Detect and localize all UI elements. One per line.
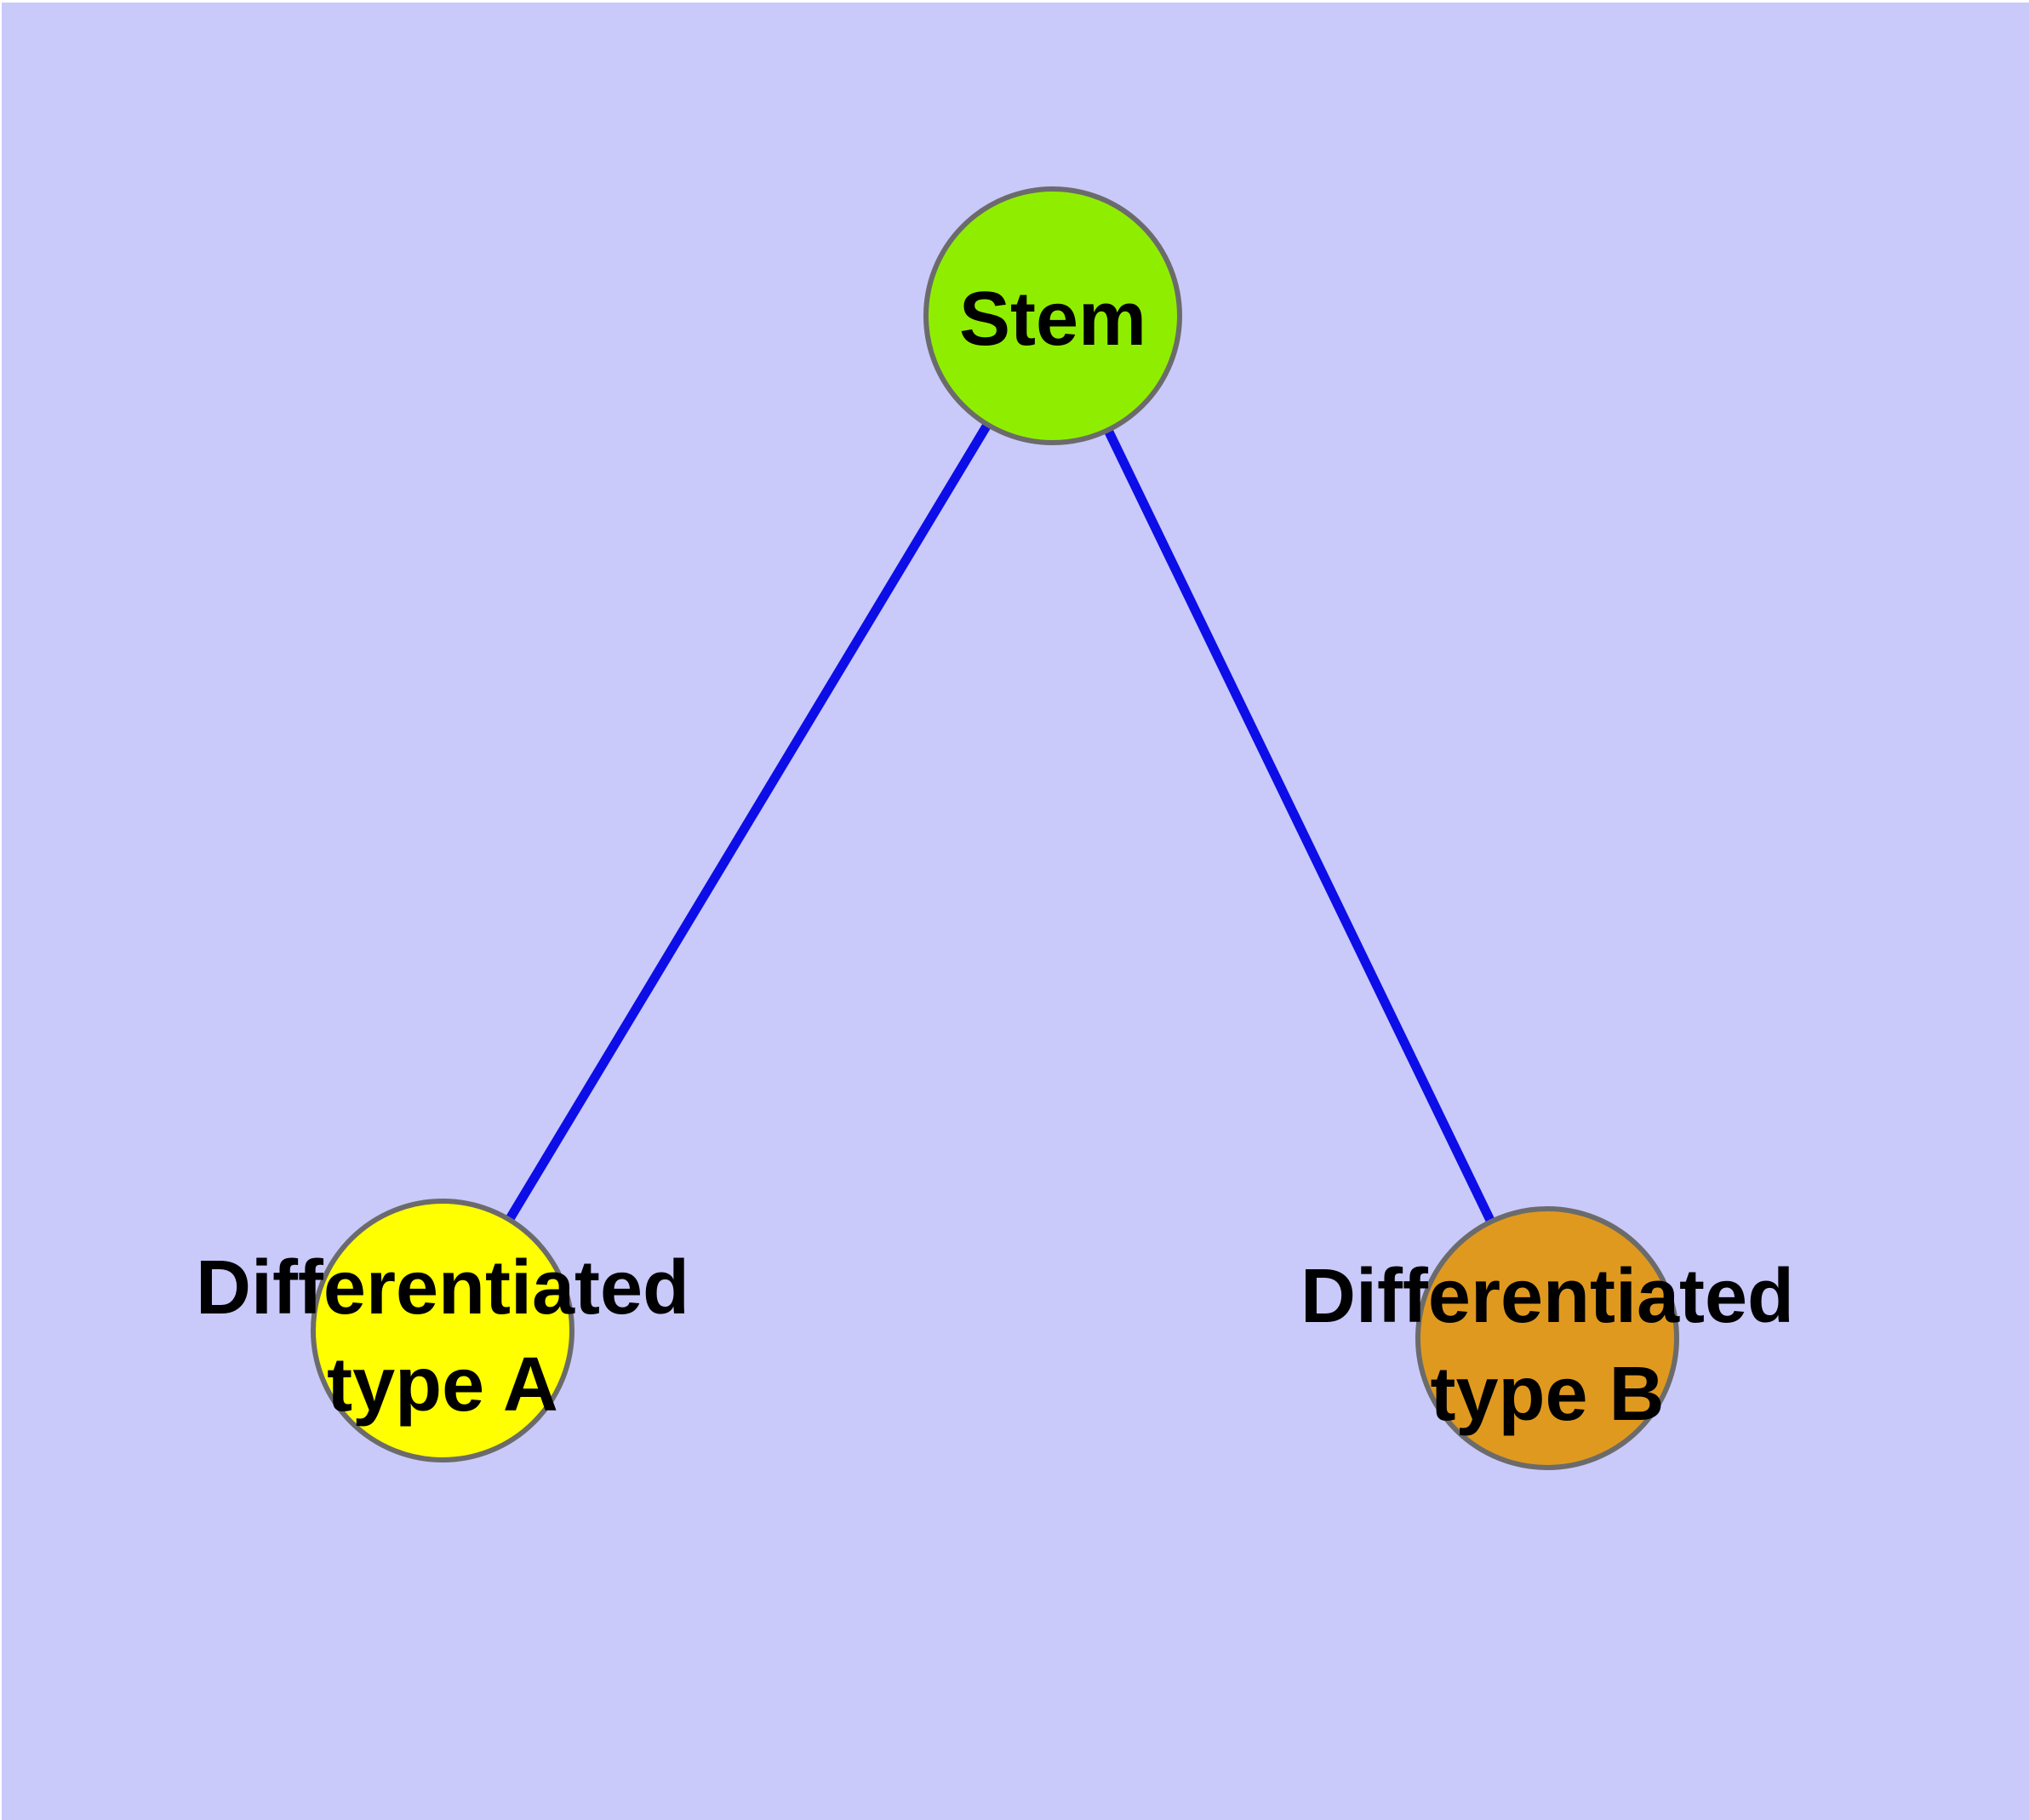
node-type-b-circle — [1415, 1206, 1679, 1470]
node-stem-label: Stem — [959, 277, 1146, 362]
edge-stem-to-type-a — [438, 313, 1057, 1333]
node-type-b-label-line1: Differentiated — [1300, 1254, 1794, 1339]
edge-stem-to-type-b — [1049, 313, 1552, 1341]
node-type-b-label-line2: type B — [1430, 1352, 1664, 1437]
node-stem-circle — [923, 186, 1182, 445]
node-type-a-circle — [311, 1199, 574, 1462]
node-type-a-label-line1: Differentiated — [196, 1245, 689, 1331]
node-type-a-label-line2: type A — [327, 1342, 558, 1428]
